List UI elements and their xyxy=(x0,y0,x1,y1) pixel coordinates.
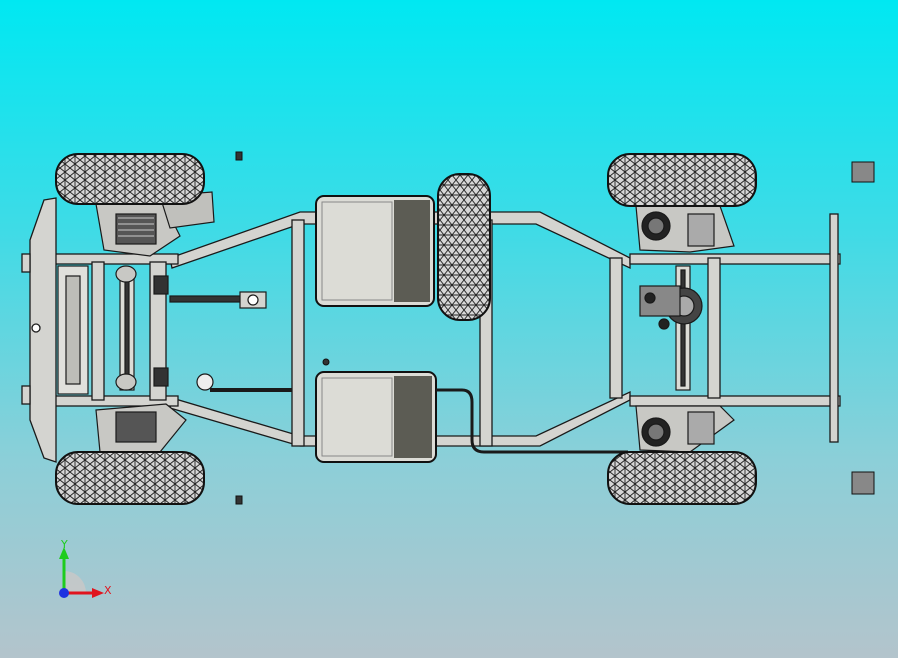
rear-differential[interactable] xyxy=(639,265,703,391)
fuel-line xyxy=(436,388,628,454)
front-axle[interactable] xyxy=(115,265,214,391)
radiator[interactable] xyxy=(57,265,89,395)
triad-graphic xyxy=(59,547,104,598)
tire-front-right[interactable] xyxy=(55,451,205,505)
rear-suspension-lower[interactable] xyxy=(635,405,735,453)
rear-bumper xyxy=(829,213,839,443)
rear-frame-top xyxy=(629,253,841,265)
rear-suspension-upper[interactable] xyxy=(635,205,735,253)
mount-brackets xyxy=(235,151,875,505)
crossmember-4 xyxy=(707,257,721,399)
rear-frame-bottom xyxy=(629,395,841,407)
drive-shaft[interactable] xyxy=(169,291,267,309)
tire-rear-left[interactable] xyxy=(607,153,757,207)
tire-spare[interactable] xyxy=(437,173,491,321)
tire-front-left[interactable] xyxy=(55,153,205,205)
crossmember-1 xyxy=(291,219,305,447)
z-axis-dot xyxy=(59,588,69,598)
chassis-frame[interactable] xyxy=(47,211,841,447)
x-axis-label: X xyxy=(104,584,112,597)
front-bumper[interactable] xyxy=(21,197,57,463)
fuel-tank-lower[interactable] xyxy=(315,371,437,463)
coordinate-triad: Y X xyxy=(50,535,120,605)
front-crossmember-2 xyxy=(91,261,105,401)
tire-rear-right[interactable] xyxy=(607,451,757,505)
y-axis-label: Y xyxy=(61,538,68,551)
crossmember-3 xyxy=(609,257,623,399)
front-crossmember xyxy=(149,261,167,401)
fuel-tank-upper[interactable] xyxy=(315,195,435,307)
